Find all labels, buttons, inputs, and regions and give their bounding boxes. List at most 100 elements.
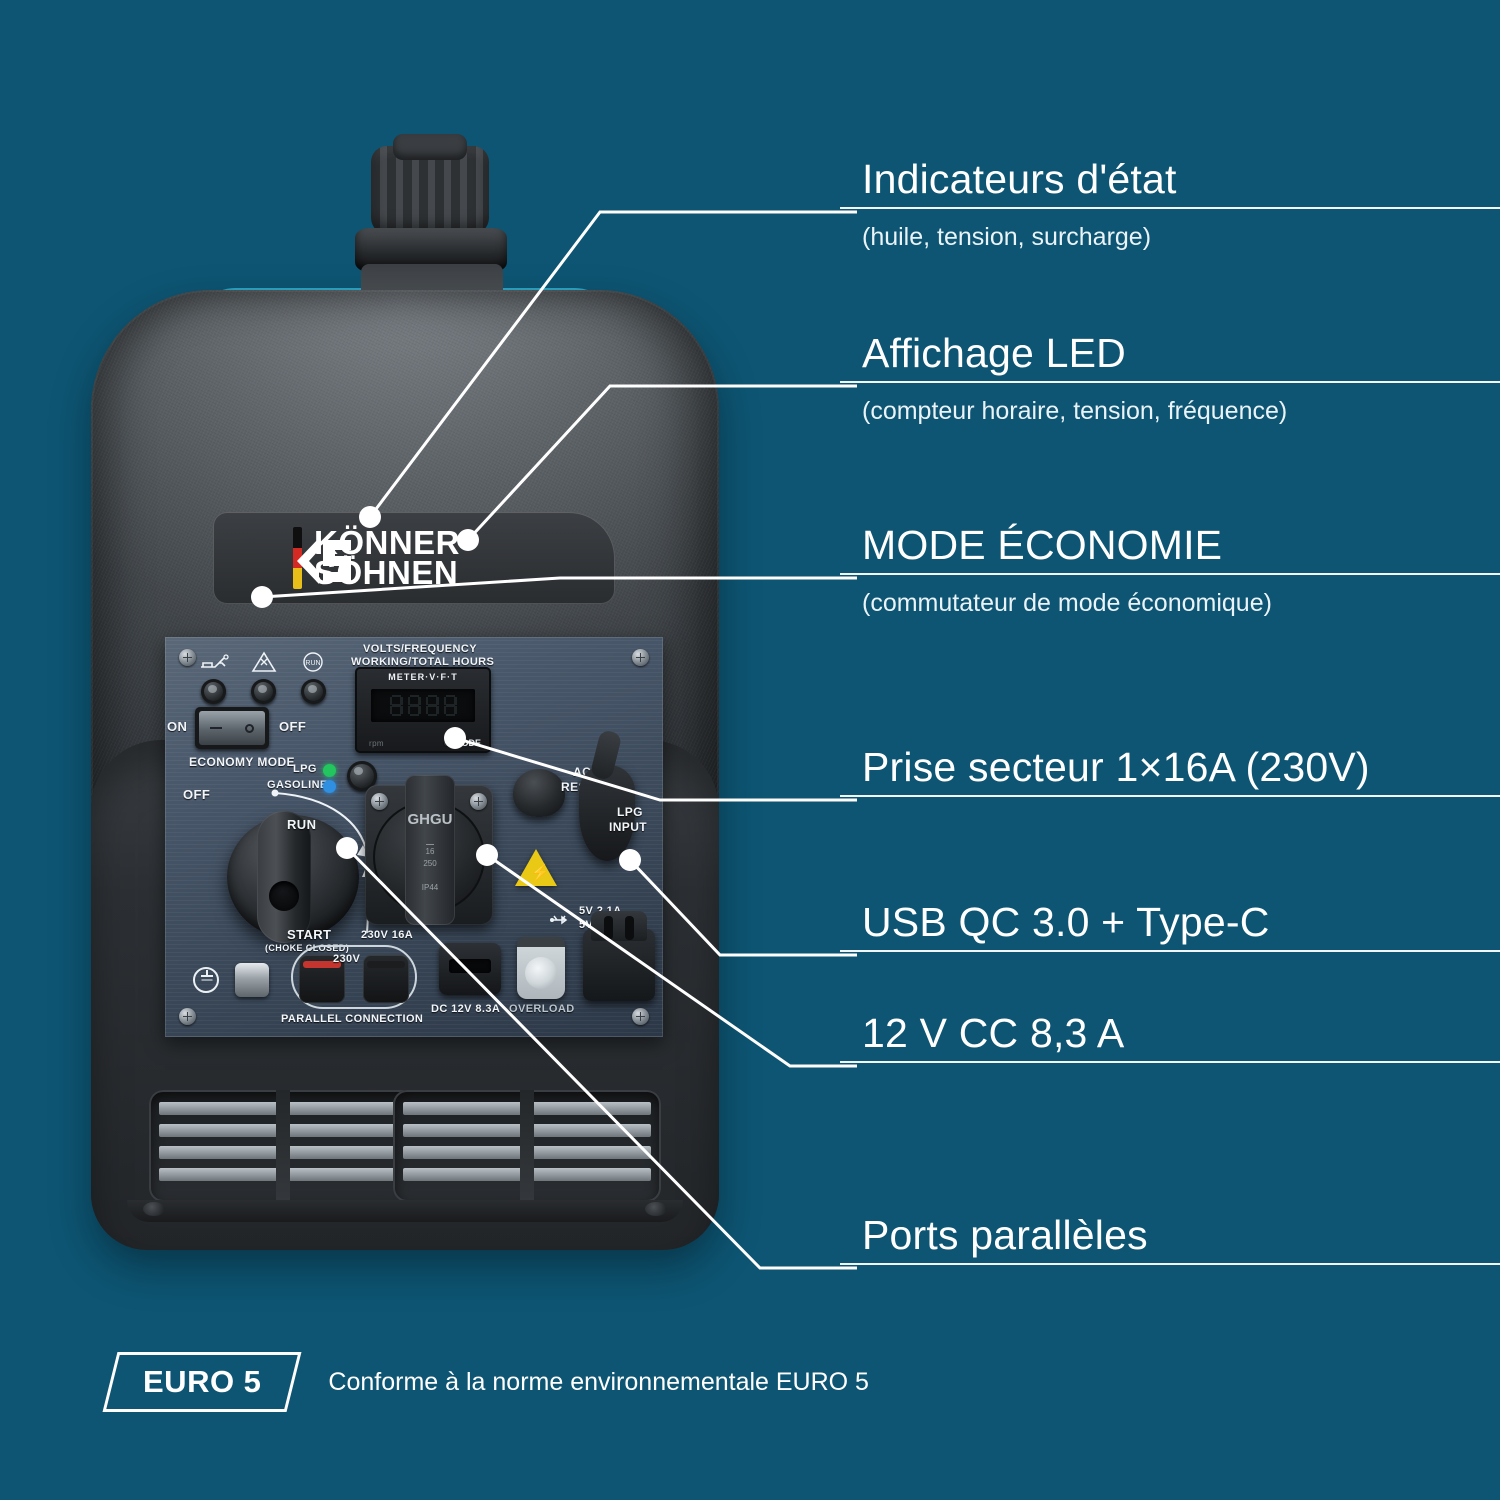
svg-text:RUN: RUN [305,660,320,667]
earth-terminal-bolt[interactable] [235,963,269,997]
lpg-led [323,764,336,777]
callout-title: Ports parallèles [862,1212,1148,1258]
meter-heading-line2: WORKING/TOTAL HOURS [351,656,495,668]
callout-parallel-ports: Ports parallèles [840,1212,1500,1266]
meter-brand-label: METER·V·F·T [388,672,458,682]
callout-subtitle: (compteur horaire, tension, fréquence) [862,397,1288,426]
oil-can-icon [199,653,229,679]
callout-status-indicators: Indicateurs d'état (huile, tension, surc… [840,157,1500,252]
socket-lid[interactable]: GHGU 16 250 IP44 [405,775,455,925]
meter-glass [371,689,475,722]
callout-title: 12 V CC 8,3 A [862,1010,1125,1056]
callout-economy-mode: MODE ÉCONOMIE (commutateur de mode écono… [840,522,1500,618]
oil-indicator-lamp [201,679,226,704]
callout-rule [840,950,1500,953]
gasoline-led [323,780,336,793]
socket-rating-bottom: 250 [423,858,437,868]
knob-recess [269,881,299,911]
rocker-face [199,711,265,745]
led-meter-display[interactable]: METER·V·F·T rpm MODE [355,667,491,753]
callout-subtitle: (commutateur de mode économique) [862,589,1272,618]
lpg-input-label-2: INPUT [609,820,647,834]
callout-title: Affichage LED [862,330,1126,376]
meter-digit [443,694,457,717]
socket-ip-rating: IP44 [421,882,439,892]
euro5-badge: EURO 5 [102,1352,302,1412]
socket-rating-top: 16 [425,843,435,858]
socket-lid-brand: GHGU [407,811,453,828]
parallel-connection-caption: PARALLEL CONNECTION [281,1013,424,1025]
callout-title: Prise secteur 1×16A (230V) [862,744,1370,790]
lpg-label: LPG [293,763,317,775]
economy-mode-switch[interactable] [195,707,269,749]
usb-icon [549,911,571,934]
lpg-input-label-1: LPG [617,805,643,819]
ac-reset-button[interactable] [513,769,565,817]
mode-button-label: MODE [454,738,481,748]
dc-12v-port[interactable] [439,943,501,995]
vent-divider [276,1090,290,1202]
euro-compliance-footer: EURO 5 Conforme à la norme environnement… [102,1352,869,1412]
gasoline-label: GASOLINE [267,779,328,791]
parallel-terminal-black[interactable] [363,955,409,1003]
callout-title: MODE ÉCONOMIE [862,522,1223,568]
engine-rotary-switch[interactable] [227,811,359,943]
callout-title: USB QC 3.0 + Type-C [862,899,1270,945]
knob-grip [257,811,311,943]
usb-port-cover[interactable] [591,911,647,941]
air-vent-right [393,1090,661,1202]
meter-digit [389,694,403,717]
fuel-selector-button[interactable] [347,761,377,791]
meter-mode-button[interactable]: MODE [443,738,481,748]
mode-led [443,739,450,747]
run-indicator-lamp [301,679,326,704]
generator-base [127,1200,683,1222]
parallel-voltage-label: 230V [333,953,361,965]
base-bolt [143,1202,165,1216]
overload-label: OVERLOAD [509,1003,575,1015]
callout-rule [840,381,1500,384]
vent-divider [520,1090,534,1202]
base-bolt [645,1202,667,1216]
earth-ground-icon [193,967,219,993]
panel-screw [632,649,649,666]
callout-rule [840,1263,1500,1266]
generator-product-image: KÖNNER SÖHNEN RUN VOLTS/FREQUE [55,134,755,1260]
overload-protector[interactable] [517,937,565,999]
euro5-note: Conforme à la norme environnementale EUR… [328,1367,869,1396]
euro5-badge-label: EURO 5 [143,1364,262,1399]
callout-subtitle: (huile, tension, surcharge) [862,223,1152,252]
overload-indicator-lamp [251,679,276,704]
run-circle-icon: RUN [301,651,325,678]
ac-socket-caption: 230V 16A [361,929,414,941]
economy-mode-caption: ECONOMY MODE [189,755,295,769]
panel-screw [179,1008,196,1025]
fuel-cap-knob [371,134,489,234]
callout-rule [840,795,1500,798]
economy-on-label: ON [167,719,188,734]
rocker-off-icon [244,723,254,733]
ac-socket-230v[interactable]: GHGU 16 250 IP44 [365,775,493,925]
economy-off-label: OFF [279,719,307,734]
ks-logo-icon [289,536,363,586]
meter-digit [425,694,439,717]
electrical-hazard-icon [515,849,557,886]
callout-rule [840,207,1500,210]
air-vent-left [149,1090,417,1202]
socket-screw [371,793,388,810]
callout-rule [840,1061,1500,1064]
parallel-terminal-red[interactable] [299,955,345,1003]
callout-mains-socket: Prise secteur 1×16A (230V) [840,744,1500,798]
control-panel: RUN VOLTS/FREQUENCY WORKING/TOTAL HOURS … [165,637,663,1037]
dc-port-label: DC 12V 8.3A [431,1003,501,1015]
meter-footer-unit: rpm [369,738,384,748]
rocker-on-icon [210,726,223,730]
meter-digit [407,694,421,717]
callout-dc-output: 12 V CC 8,3 A [840,1010,1500,1064]
callout-rule [840,573,1500,576]
panel-screw [179,649,196,666]
rotary-run-label: RUN [287,817,317,832]
usb-port-group[interactable] [583,911,655,1001]
callout-led-display: Affichage LED (compteur horaire, tension… [840,330,1500,426]
